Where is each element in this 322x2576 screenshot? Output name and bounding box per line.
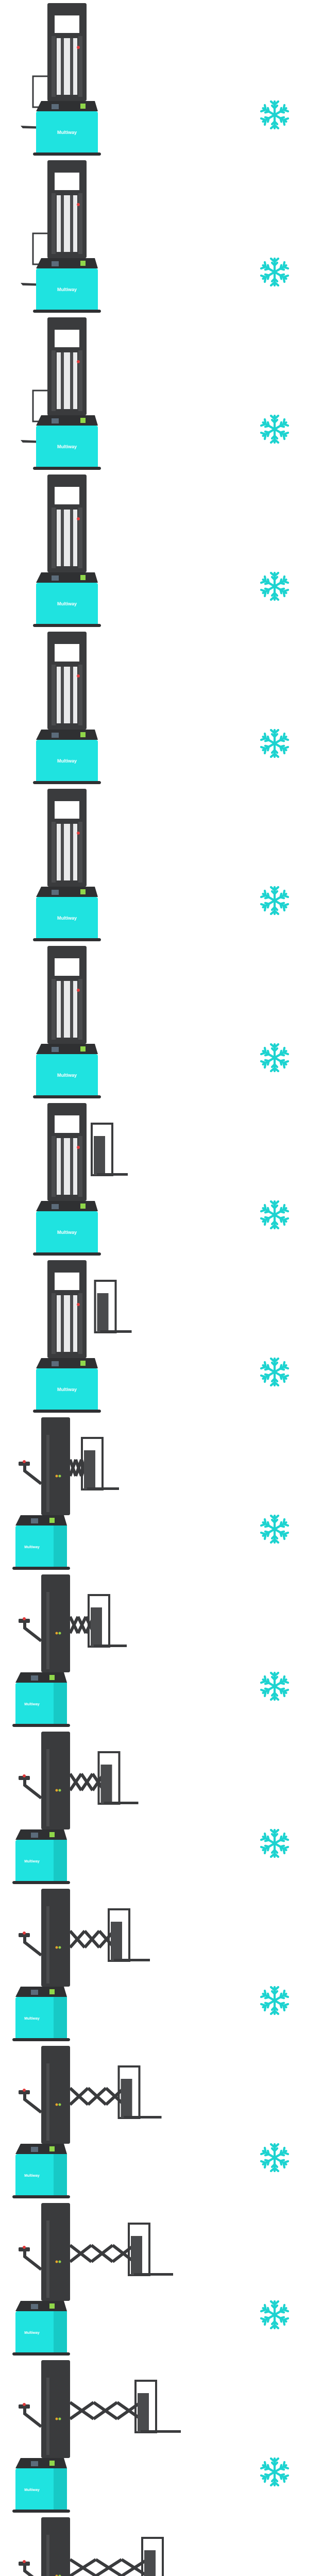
brand-label: Multiway bbox=[24, 1546, 40, 1549]
animation-frame-9: Multiway bbox=[0, 1257, 322, 1414]
snowflake-icon bbox=[260, 257, 290, 287]
animation-frame-6: Multiway bbox=[0, 786, 322, 943]
animation-frame-15: Multiway bbox=[0, 2200, 322, 2357]
snowflake-icon bbox=[260, 571, 290, 601]
reach-stacker-forklift-image: Multiway bbox=[33, 946, 101, 1098]
reach-stacker-forklift-image: Multiway bbox=[12, 2046, 162, 2198]
snowflake-icon bbox=[260, 886, 290, 916]
brand-label: Multiway bbox=[57, 916, 77, 921]
snowflake-icon bbox=[260, 1514, 290, 1544]
snowflake-icon bbox=[260, 2300, 290, 2330]
reach-stacker-forklift-image: Multiway bbox=[33, 632, 101, 784]
brand-label: Multiway bbox=[57, 287, 77, 292]
reach-stacker-forklift-image: Multiway bbox=[21, 160, 101, 313]
reach-stacker-forklift-image: Multiway bbox=[12, 2360, 181, 2513]
animation-frame-12: Multiway bbox=[0, 1728, 322, 1886]
animation-frame-17: Multiway bbox=[0, 2514, 322, 2576]
animation-frame-5: Multiway bbox=[0, 629, 322, 786]
animation-frame-14: Multiway bbox=[0, 2043, 322, 2200]
animation-frame-4: Multiway bbox=[0, 471, 322, 629]
reach-stacker-forklift-image: Multiway bbox=[12, 2203, 173, 2355]
snowflake-icon bbox=[260, 2143, 290, 2173]
snowflake-icon bbox=[260, 1043, 290, 1073]
brand-label: Multiway bbox=[57, 130, 77, 135]
reach-stacker-forklift-image: Multiway bbox=[33, 789, 101, 941]
snowflake-icon bbox=[260, 1671, 290, 1701]
reach-stacker-forklift-image: Multiway bbox=[12, 1574, 127, 1727]
animation-frame-11: Multiway bbox=[0, 1571, 322, 1728]
brand-label: Multiway bbox=[57, 1230, 77, 1235]
animation-frame-3: Multiway bbox=[0, 314, 322, 471]
animation-frame-1: Multiway bbox=[0, 0, 322, 157]
brand-label: Multiway bbox=[24, 2174, 40, 2178]
animation-frame-10: Multiway bbox=[0, 1414, 322, 1571]
snowflake-icon bbox=[260, 728, 290, 758]
snowflake-icon bbox=[260, 414, 290, 444]
snowflake-icon bbox=[260, 2457, 290, 2487]
reach-stacker-forklift-image: Multiway bbox=[33, 1260, 132, 1413]
reach-stacker-forklift-image: Multiway bbox=[12, 1417, 119, 1570]
snowflake-icon bbox=[260, 1986, 290, 2015]
animation-frame-16: Multiway bbox=[0, 2357, 322, 2514]
brand-label: Multiway bbox=[57, 758, 77, 764]
reach-stacker-forklift-image: Multiway bbox=[12, 1732, 139, 1884]
brand-label: Multiway bbox=[57, 601, 77, 606]
snowflake-icon bbox=[260, 1357, 290, 1387]
reach-stacker-forklift-image: Multiway bbox=[21, 317, 101, 470]
brand-label: Multiway bbox=[24, 1860, 40, 1863]
brand-label: Multiway bbox=[24, 2488, 40, 2492]
reach-stacker-forklift-image: Multiway bbox=[33, 474, 101, 627]
snowflake-icon bbox=[260, 100, 290, 130]
reach-stacker-forklift-image: Multiway bbox=[21, 3, 101, 156]
reach-stacker-forklift-image: Multiway bbox=[33, 1103, 128, 1256]
animation-frame-7: Multiway bbox=[0, 943, 322, 1100]
brand-label: Multiway bbox=[24, 2017, 40, 2021]
reach-stacker-forklift-image: Multiway bbox=[12, 1889, 150, 2041]
snowflake-icon bbox=[260, 1828, 290, 1858]
reach-stacker-forklift-image: Multiway bbox=[19, 2517, 164, 2576]
animation-frame-13: Multiway bbox=[0, 1886, 322, 2043]
brand-label: Multiway bbox=[24, 2331, 40, 2335]
brand-label: Multiway bbox=[57, 1387, 77, 1392]
animation-frame-2: Multiway bbox=[0, 157, 322, 314]
brand-label: Multiway bbox=[57, 444, 77, 449]
brand-label: Multiway bbox=[57, 1073, 77, 1078]
animation-frame-8: Multiway bbox=[0, 1100, 322, 1257]
snowflake-icon bbox=[260, 1200, 290, 1230]
brand-label: Multiway bbox=[24, 1703, 40, 1706]
